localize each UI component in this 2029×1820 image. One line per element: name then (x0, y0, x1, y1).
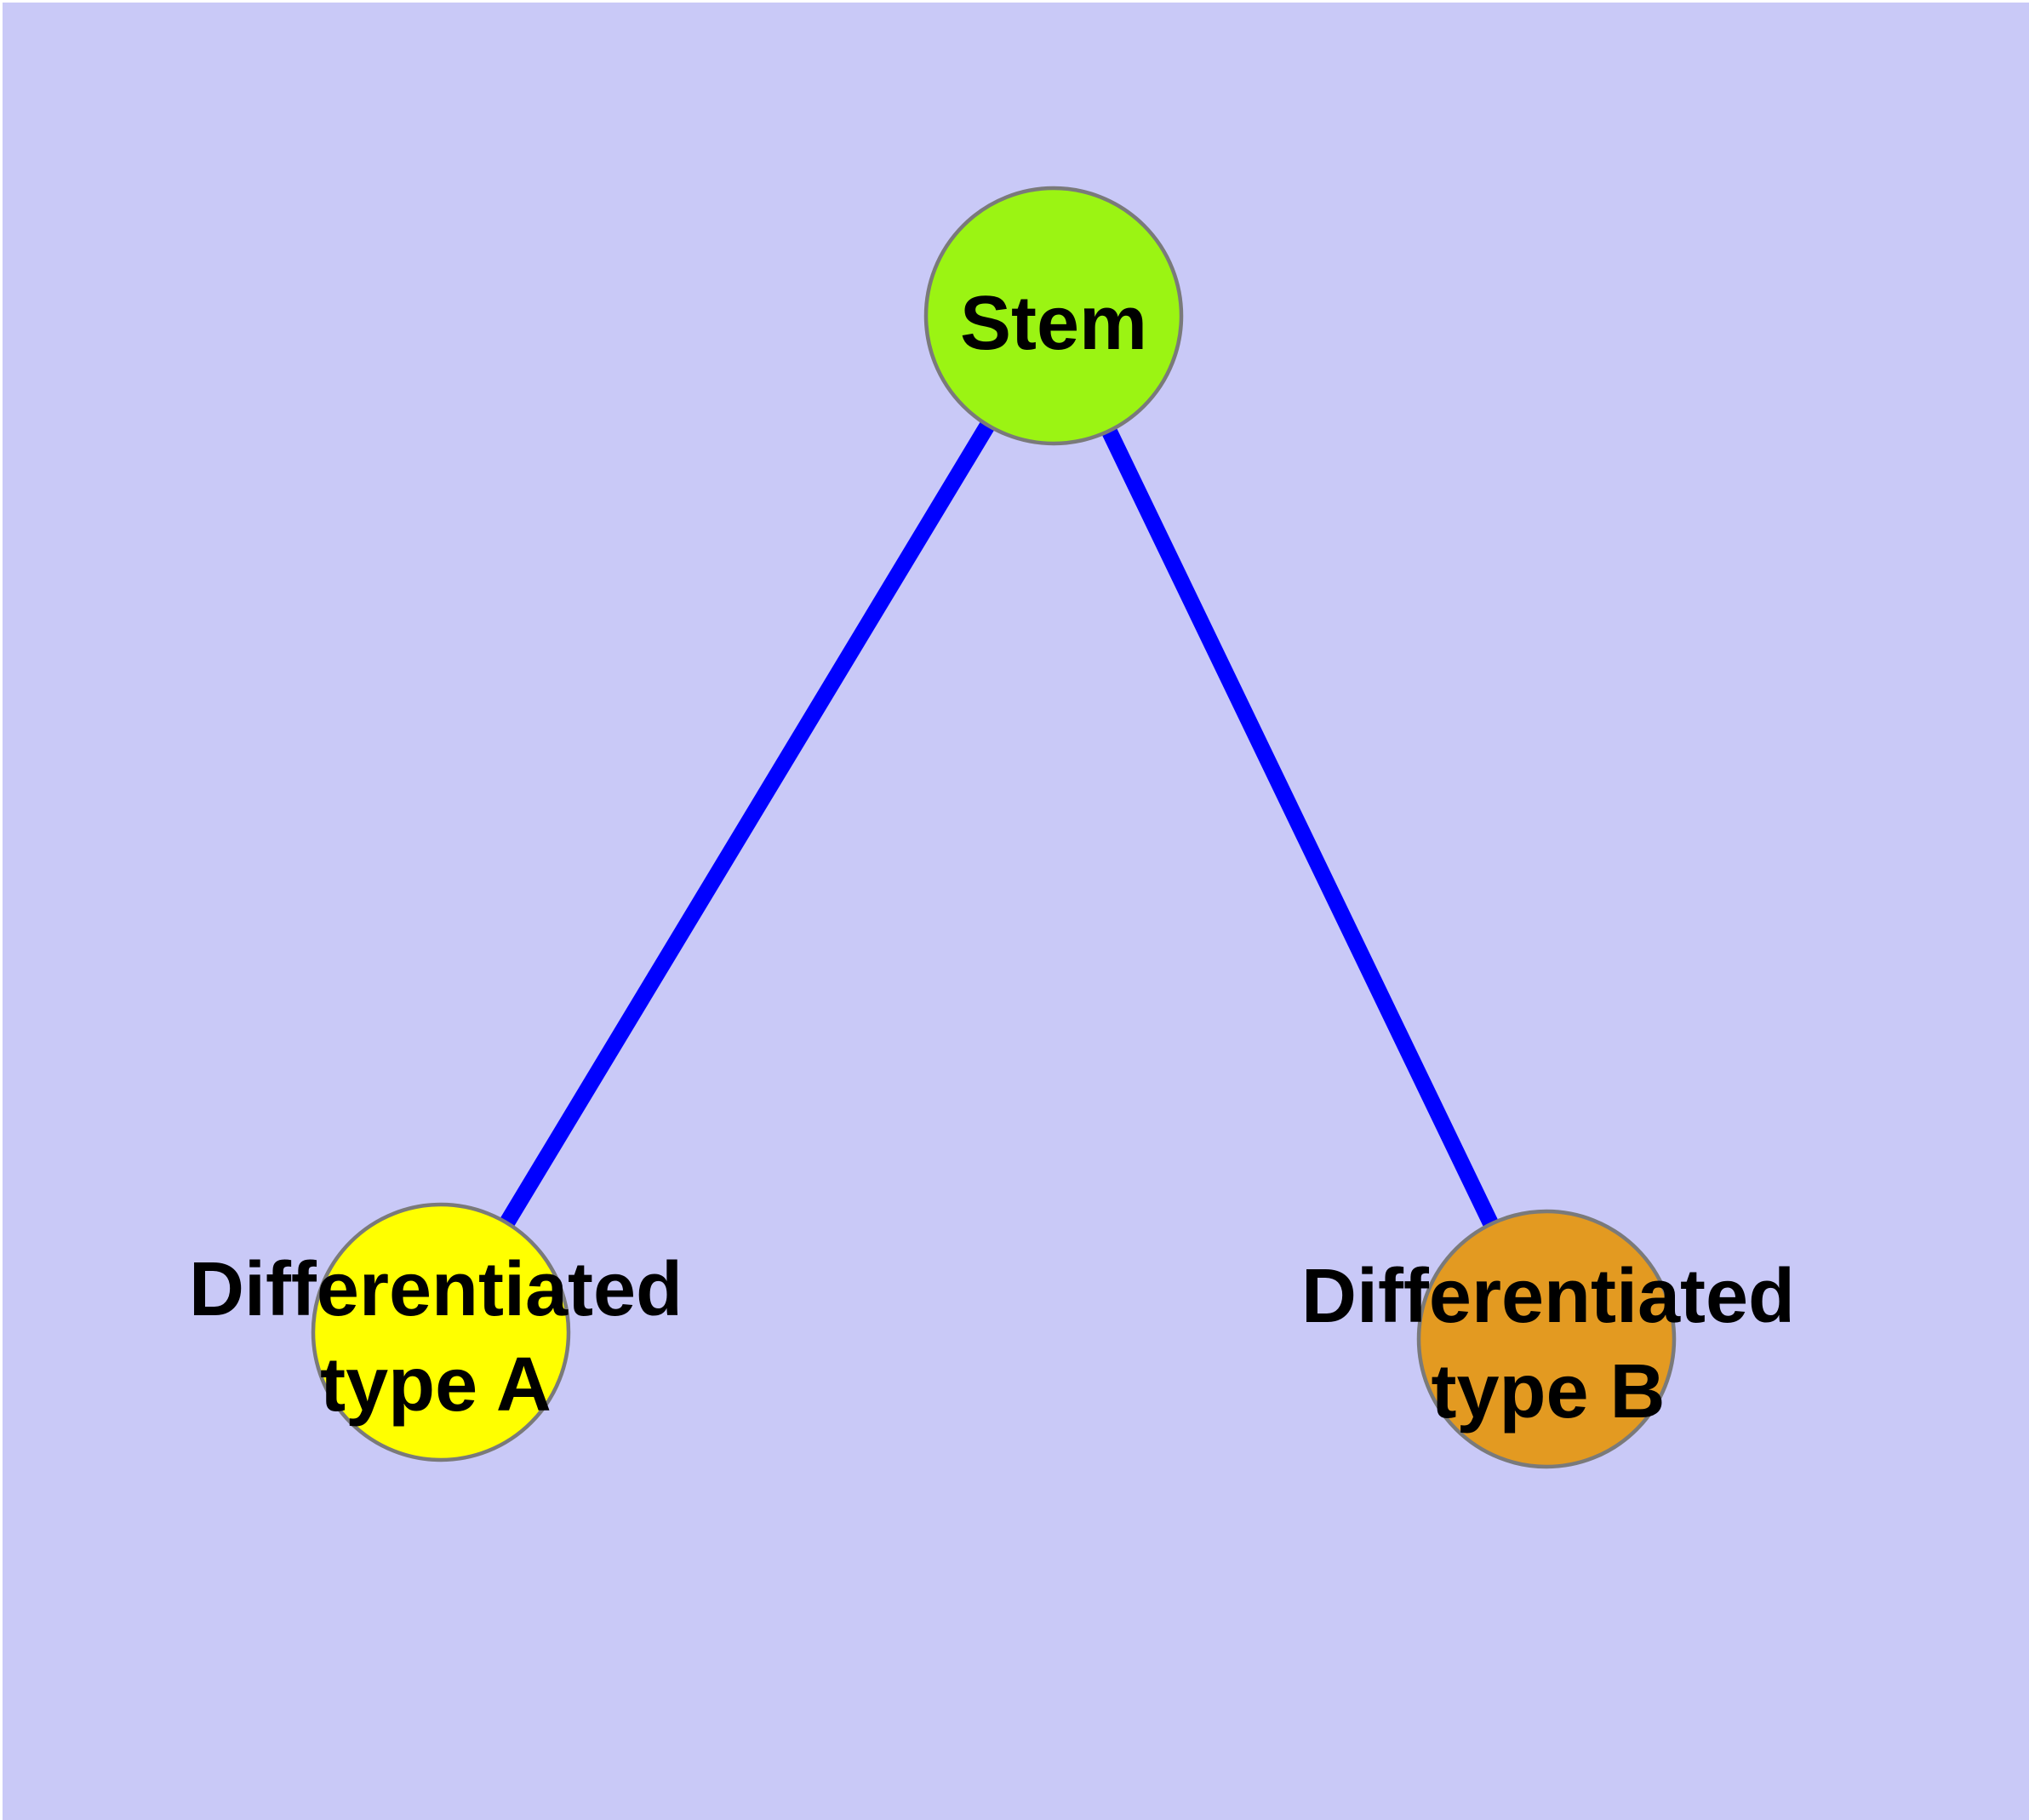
node-type-b-label-line1: Differentiated (1301, 1254, 1795, 1339)
node-stem-circle (923, 186, 1184, 446)
node-stem-label: Stem (960, 281, 1147, 366)
node-type-b-circle (1416, 1209, 1677, 1469)
edge-stem-to-type-a (433, 312, 1061, 1336)
window-edge-left (0, 0, 3, 1820)
node-type-a-circle (311, 1202, 571, 1462)
node-type-a-label-line1: Differentiated (189, 1247, 683, 1332)
node-type-b-label-line2: type B (1431, 1349, 1665, 1434)
edge-stem-to-type-b (1046, 312, 1554, 1343)
node-type-a-label-line2: type A (320, 1342, 552, 1428)
window-edge-top (0, 0, 2029, 3)
